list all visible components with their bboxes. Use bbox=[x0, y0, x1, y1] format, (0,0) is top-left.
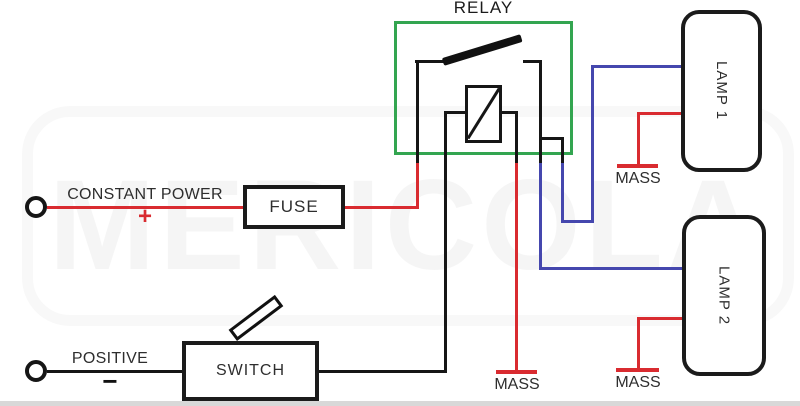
minus-sign: − bbox=[102, 366, 118, 396]
wire-relay-to-lamp1-v2 bbox=[591, 66, 594, 223]
relay-output-split-v bbox=[561, 137, 564, 163]
wire-lamp2-to-mass-h bbox=[637, 317, 683, 320]
wire-lamp2-to-mass-v bbox=[637, 317, 640, 370]
positive-terminal bbox=[25, 360, 47, 382]
wire-fuse-to-relay-v bbox=[416, 163, 419, 209]
wire-relay-to-lamp2-h bbox=[539, 267, 682, 270]
relay-output-split-h bbox=[539, 137, 564, 140]
wire-positive-to-switch bbox=[47, 370, 182, 373]
relay-coil-lead-right-v bbox=[515, 111, 518, 163]
lamp1-box: LAMP 1 bbox=[681, 10, 762, 172]
switch-box: SWITCH bbox=[182, 341, 319, 401]
wire-switch-to-relay-v bbox=[444, 163, 447, 373]
fuse-label: FUSE bbox=[269, 197, 319, 216]
wire-lamp1-to-mass-h bbox=[637, 112, 681, 115]
positive-label: POSITIVE bbox=[71, 350, 149, 367]
mass-label-lamp1: MASS bbox=[615, 170, 661, 187]
mass-bar-lamp1 bbox=[617, 164, 658, 168]
relay-title: RELAY bbox=[453, 0, 514, 17]
plus-sign: + bbox=[137, 203, 152, 230]
lamp2-label: LAMP 2 bbox=[715, 265, 733, 326]
wire-constantpower-to-fuse bbox=[47, 206, 243, 209]
mass-bar-lamp2 bbox=[616, 368, 659, 372]
mass-label-lamp2: MASS bbox=[615, 374, 661, 391]
wire-relay-to-lamp1-v1 bbox=[561, 163, 564, 223]
watermark-text: MERICOLA bbox=[36, 152, 776, 299]
switch-label: SWITCH bbox=[215, 362, 286, 379]
wire-switch-to-relay-h bbox=[315, 370, 447, 373]
constant-power-terminal bbox=[25, 196, 47, 218]
relay-no-lead bbox=[539, 60, 542, 163]
lamp2-box: LAMP 2 bbox=[682, 215, 766, 376]
relay-box bbox=[394, 21, 573, 155]
relay-coil-lead-right-h bbox=[500, 111, 518, 114]
relay-no-bracket bbox=[523, 60, 542, 63]
wire-coil-to-mass bbox=[515, 163, 518, 372]
fuse-box: FUSE bbox=[243, 185, 345, 229]
wire-relay-to-lamp1-h2 bbox=[591, 65, 681, 68]
wire-relay-to-lamp2-v bbox=[539, 163, 542, 270]
constant-power-label: CONSTANT POWER bbox=[67, 186, 223, 203]
relay-common-bracket bbox=[415, 60, 447, 63]
mass-bar-relay-coil bbox=[496, 370, 537, 374]
relay-coil-lead-left-h bbox=[444, 111, 468, 114]
wire-fuse-to-relay-h bbox=[341, 206, 419, 209]
relay-common-lead bbox=[416, 60, 419, 163]
mass-label-relay-coil: MASS bbox=[494, 376, 540, 393]
wire-lamp1-to-mass-v bbox=[637, 112, 640, 166]
relay-coil-lead-left-v bbox=[444, 111, 447, 163]
lamp1-label: LAMP 1 bbox=[713, 61, 730, 121]
bottom-strip bbox=[0, 401, 800, 406]
wire-relay-to-lamp1-h1 bbox=[561, 220, 594, 223]
